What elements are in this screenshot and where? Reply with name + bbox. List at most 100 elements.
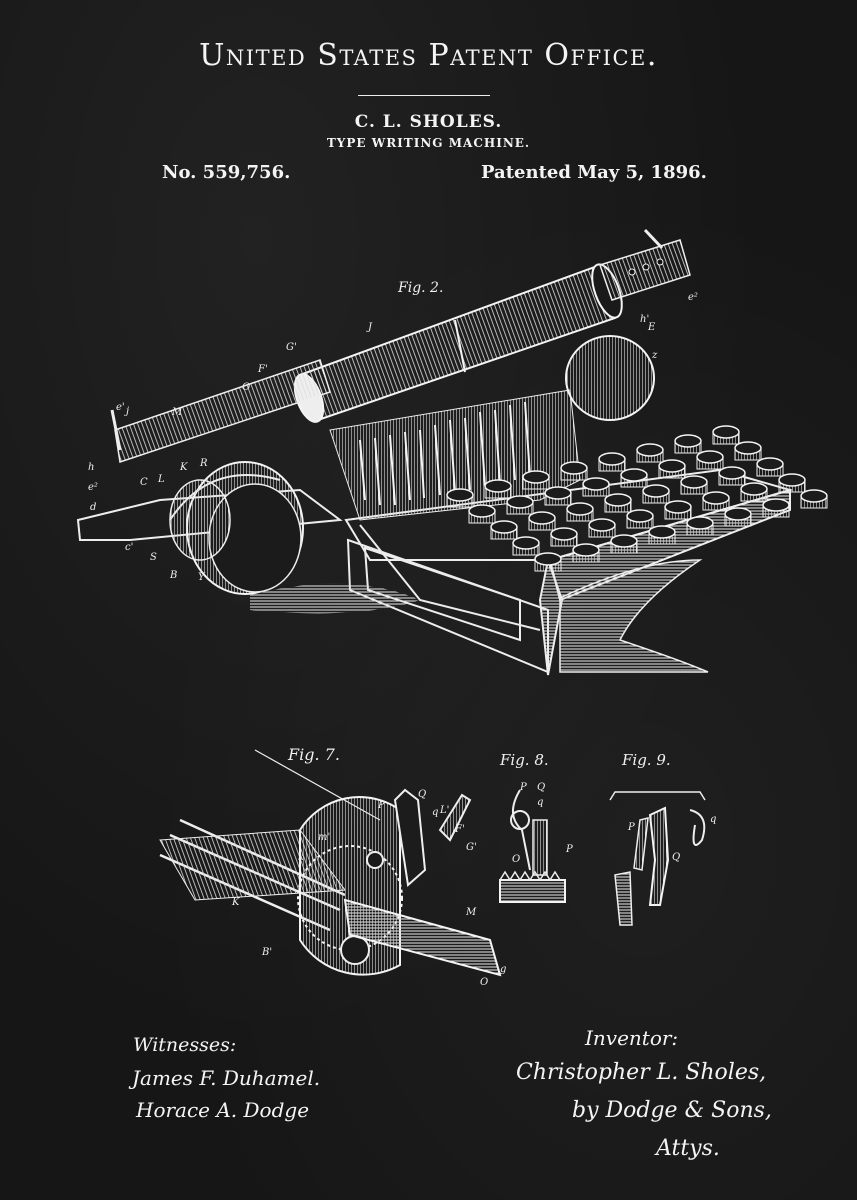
key-cap xyxy=(636,443,664,463)
fig8-ref-letter: Q xyxy=(537,782,545,793)
fig8-label: Fig. 8. xyxy=(499,751,549,769)
key-cap xyxy=(484,479,512,499)
fig2-ref-letter: j xyxy=(124,406,129,417)
attorney-signature: by Dodge & Sons, xyxy=(572,1098,772,1123)
fig2-ref-letter: K xyxy=(179,462,188,473)
fig2-ref-letter: e' xyxy=(116,402,125,413)
key-cap xyxy=(664,500,692,520)
key-cap xyxy=(522,470,550,490)
fig7-ref-letter: Q xyxy=(418,789,426,800)
typebar-rods xyxy=(359,401,531,506)
fig9-label: Fig. 9. xyxy=(621,751,671,769)
key-cap xyxy=(604,493,632,513)
key-cap xyxy=(680,475,708,495)
key-cap xyxy=(724,507,752,527)
fig2-ref-letter: L xyxy=(157,474,165,485)
fig2-ref-letter: z xyxy=(651,350,658,361)
ribbon-spool-right xyxy=(565,335,655,421)
fig2-ref-letter: S xyxy=(150,552,157,563)
key-cap xyxy=(800,489,828,509)
fig7-ref-letter: m' xyxy=(318,832,330,843)
key-cap xyxy=(686,516,714,536)
fig2-ref-letter: O xyxy=(242,382,250,393)
inventor-label: Inventor: xyxy=(585,1026,679,1050)
witness-signature-1: James F. Duhamel. xyxy=(132,1066,321,1090)
key-cap xyxy=(712,425,740,445)
fig7-ref-letter: O xyxy=(480,977,488,988)
key-cap xyxy=(642,484,670,504)
fig8-ref-letter: O xyxy=(512,854,520,865)
witness-signature-2: Horace A. Dodge xyxy=(136,1098,310,1122)
fig7-label: Fig. 7. xyxy=(287,745,340,764)
key-cap xyxy=(674,434,702,454)
fig7-ref-letter: k xyxy=(298,852,304,863)
key-cap xyxy=(534,552,562,572)
patent-subject: TYPE WRITING MACHINE. xyxy=(326,136,531,150)
fig2-label: Fig. 2. xyxy=(397,280,443,296)
fig2-ref-letter: G' xyxy=(286,342,297,353)
fig2-ref-letter: C xyxy=(140,477,148,488)
fig7-ref-letter: P xyxy=(377,800,385,811)
fig2-ref-letter: M xyxy=(171,407,183,418)
fig8-ref-letter: q xyxy=(537,797,543,808)
fig7-ref-letter: B' xyxy=(261,947,272,958)
fig7-ref-letter: M xyxy=(465,907,477,918)
fig2-ref-letter: Y xyxy=(198,572,206,583)
key-cap xyxy=(762,498,790,518)
fig7-rack xyxy=(343,898,502,977)
carriage-rail xyxy=(110,228,691,463)
fig2-ref-letter: B xyxy=(169,570,177,581)
fig9-reference-letters: P Qq xyxy=(627,814,716,863)
fig2-ref-letter: R xyxy=(199,458,208,469)
inventor-name: C. L. SHOLES. xyxy=(354,112,503,132)
key-cap xyxy=(544,486,572,506)
key-cap xyxy=(696,450,724,470)
key-cap xyxy=(468,504,496,524)
key-cap xyxy=(620,468,648,488)
fig8-ref-letter: P xyxy=(519,782,527,793)
fig9-ref-letter: q xyxy=(710,814,716,825)
key-cap xyxy=(778,473,806,493)
shadow-hatch xyxy=(250,583,420,614)
fig2-ref-letter: d xyxy=(90,502,96,513)
fig2-ref-letter: h xyxy=(88,462,94,473)
title-rule xyxy=(358,95,490,96)
key-cap xyxy=(626,509,654,529)
fig7-ref-letter: q xyxy=(432,807,438,818)
fig2-ref-letter: h' xyxy=(640,314,649,325)
key-cap xyxy=(648,525,676,545)
fig8-ref-letter: P xyxy=(565,844,573,855)
key-cap xyxy=(702,491,730,511)
key-cap xyxy=(734,441,762,461)
fig7-ref-letter: L' xyxy=(439,805,449,816)
office-title: United States Patent Office. xyxy=(199,38,658,73)
ribbon-spool-left xyxy=(169,461,304,595)
patent-date: Patented May 5, 1896. xyxy=(481,162,707,183)
fig2-ref-letter: e² xyxy=(688,292,698,303)
inventor-signature: Christopher L. Sholes, xyxy=(516,1060,767,1085)
fig9-ref-letter: P xyxy=(627,822,635,833)
witnesses-label: Witnesses: xyxy=(133,1034,237,1056)
key-cap xyxy=(512,536,540,556)
key-cap xyxy=(566,502,594,522)
fig9-ref-letter: Q xyxy=(672,852,680,863)
keyboard xyxy=(446,425,828,572)
key-cap xyxy=(610,534,638,554)
key-cap xyxy=(506,495,534,515)
patent-number: No. 559,756. xyxy=(162,162,291,183)
fig2-ref-letter: J xyxy=(366,322,373,333)
key-cap xyxy=(588,518,616,538)
key-cap xyxy=(560,461,588,481)
fig7-ref-letter: K xyxy=(231,897,240,908)
fig2-ref-letter: E xyxy=(647,322,656,333)
attorney-abbrev: Attys. xyxy=(656,1136,720,1161)
fig7-ref-letter: G' xyxy=(466,842,477,853)
fig2-ref-letter: e² xyxy=(88,482,98,493)
